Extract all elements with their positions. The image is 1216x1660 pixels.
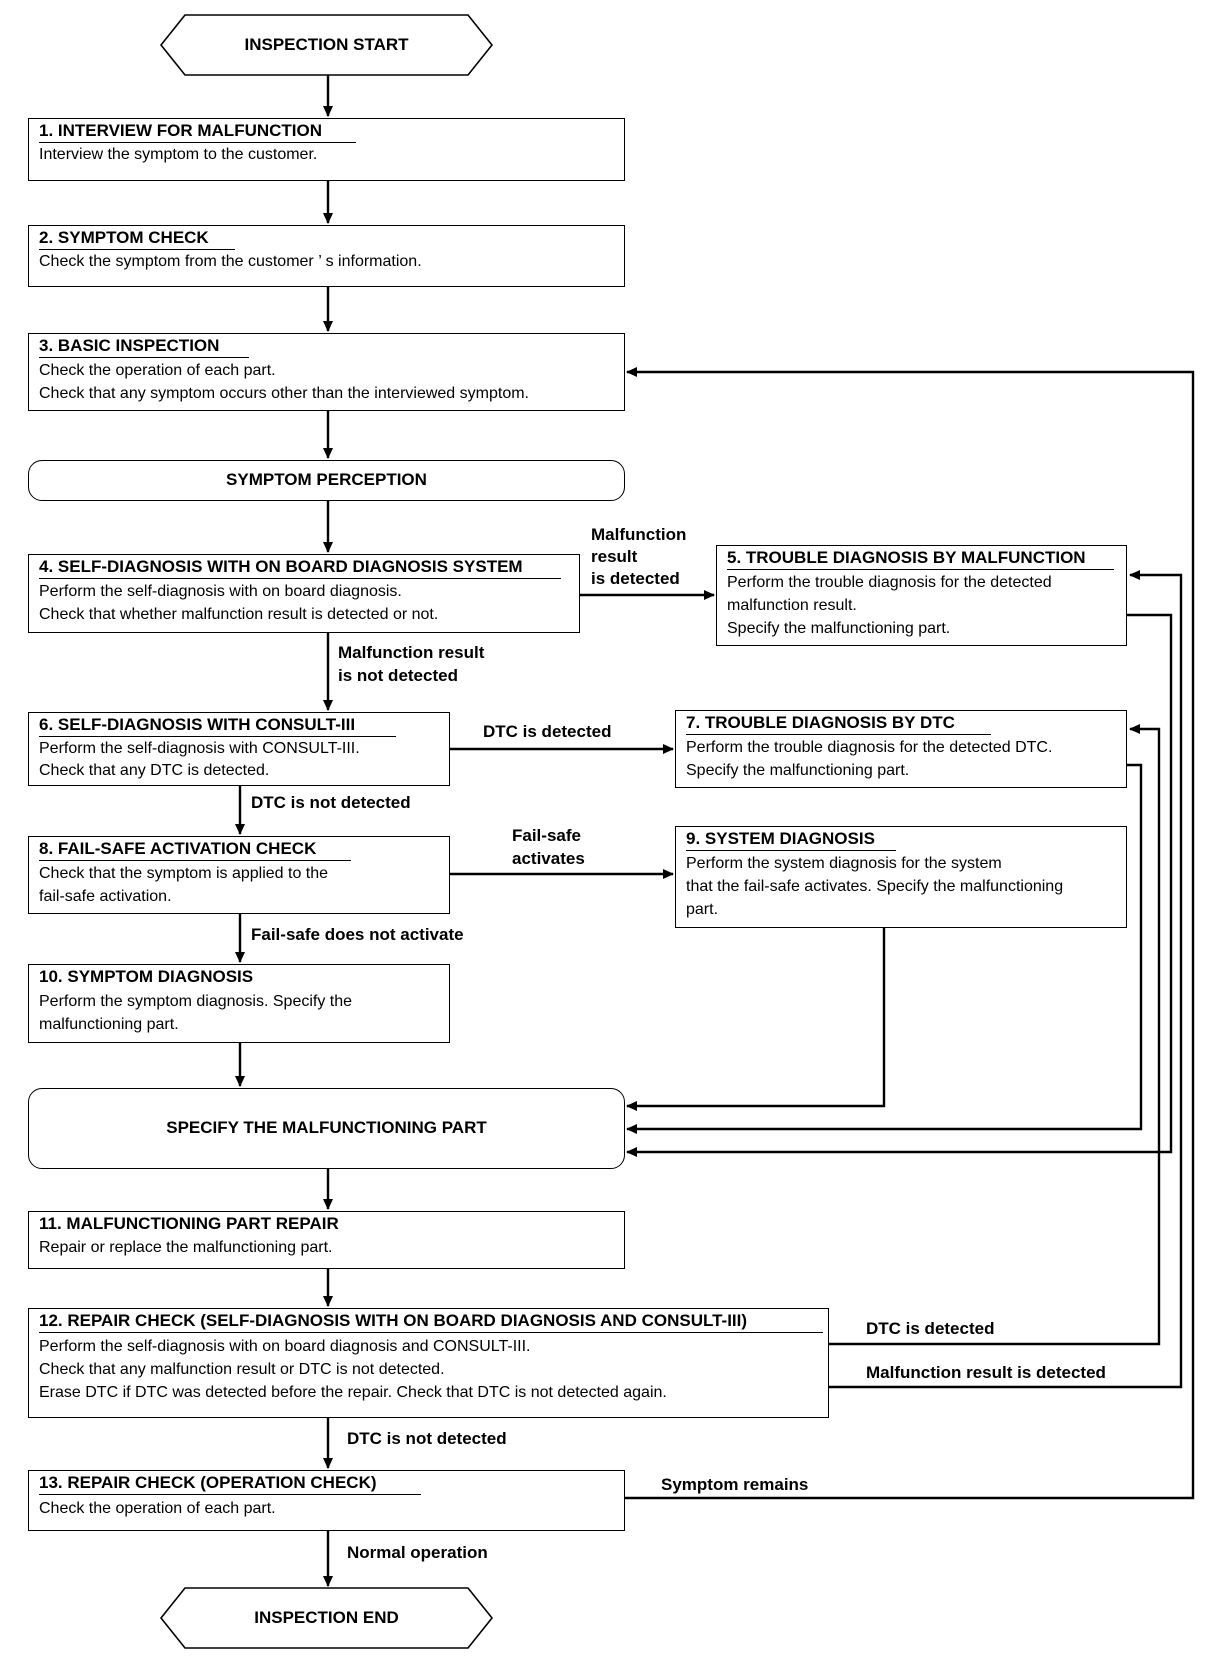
step-7-desc-line-1: Perform the trouble diagnosis for the de… xyxy=(686,739,1053,756)
step-6-title: 6. SELF-DIAGNOSIS WITH CONSULT-III xyxy=(39,715,356,734)
edge-label-s4-not-detected-1: Malfunction result xyxy=(338,643,485,662)
step-9-desc-line-1: Perform the system diagnosis for the sys… xyxy=(686,855,1002,872)
arrow-12-dtc-to-7 xyxy=(829,724,1161,1346)
step-12-box: 12. REPAIR CHECK (SELF-DIAGNOSIS WITH ON… xyxy=(28,1308,829,1418)
step-4-box: 4. SELF-DIAGNOSIS WITH ON BOARD DIAGNOSI… xyxy=(28,554,580,633)
step-5-desc-line-2: malfunction result. xyxy=(727,597,857,614)
end-terminal-shape xyxy=(159,1587,494,1649)
step-2-title: 2. SYMPTOM CHECK xyxy=(39,228,209,247)
edge-label-s13-normal-operation: Normal operation xyxy=(347,1543,488,1562)
step-6-title-underline xyxy=(39,736,396,737)
edge-label-s12-dtc-detected: DTC is detected xyxy=(866,1319,995,1338)
start-terminal-label: INSPECTION START xyxy=(244,35,409,54)
edge-label-s12-dtc-not-detected: DTC is not detected xyxy=(347,1429,507,1448)
end-terminal-label: INSPECTION END xyxy=(254,1608,399,1627)
step-4-title-underline xyxy=(39,578,561,579)
arrow-7-to-specify xyxy=(626,763,1143,1134)
step-5-desc-line-3: Specify the malfunctioning part. xyxy=(727,620,951,637)
step-8-desc-line-1: Check that the symptom is applied to the xyxy=(39,865,329,882)
step-8-box: 8. FAIL-SAFE ACTIVATION CHECK Check that… xyxy=(28,836,450,914)
edge-label-s8-failsafe-not-activate: Fail-safe does not activate xyxy=(251,925,464,944)
step-11-box: 11. MALFUNCTIONING PART REPAIR Repair or… xyxy=(28,1211,625,1269)
step-8-title-underline xyxy=(39,860,351,861)
step-10-box: 10. SYMPTOM DIAGNOSIS Perform the sympto… xyxy=(28,964,450,1043)
step-11-desc-line-1: Repair or replace the malfunctioning par… xyxy=(39,1239,333,1256)
step-9-box: 9. SYSTEM DIAGNOSIS Perform the system d… xyxy=(675,826,1127,928)
symptom-perception-box: SYMPTOM PERCEPTION xyxy=(28,460,625,501)
edge-label-s6-dtc-not-detected: DTC is not detected xyxy=(251,793,411,812)
edge-label-s4-malfunction-detected-2: result xyxy=(591,547,638,566)
arrow-9-to-specify xyxy=(626,928,886,1111)
step-6-box: 6. SELF-DIAGNOSIS WITH CONSULT-III Perfo… xyxy=(28,712,450,786)
step-6-desc-line-1: Perform the self-diagnosis with CONSULT-… xyxy=(39,740,360,757)
step-12-desc-line-1: Perform the self-diagnosis with on board… xyxy=(39,1338,531,1355)
start-terminal-shape xyxy=(159,14,494,76)
step-12-title: 12. REPAIR CHECK (SELF-DIAGNOSIS WITH ON… xyxy=(39,1311,748,1330)
step-10-desc-line-2: malfunctioning part. xyxy=(39,1016,179,1033)
edge-label-s4-not-detected-2: is not detected xyxy=(338,666,458,685)
arrow-5-to-specify xyxy=(626,613,1173,1157)
step-2-title-underline xyxy=(39,249,235,250)
step-9-desc-line-2: that the fail-safe activates. Specify th… xyxy=(686,878,1064,895)
step-10-title: 10. SYMPTOM DIAGNOSIS xyxy=(39,967,254,986)
step-12-desc-line-3: Erase DTC if DTC was detected before the… xyxy=(39,1384,667,1401)
edge-label-s13-symptom-remains: Symptom remains xyxy=(661,1475,809,1494)
step-9-title-underline xyxy=(686,850,896,851)
edge-label-s4-malfunction-detected-1: Malfunction xyxy=(591,525,687,544)
step-7-title: 7. TROUBLE DIAGNOSIS BY DTC xyxy=(686,713,955,732)
specify-malfunctioning-part-label: SPECIFY THE MALFUNCTIONING PART xyxy=(166,1118,487,1137)
step-12-title-underline xyxy=(39,1332,823,1333)
step-3-desc-line-2: Check that any symptom occurs other than… xyxy=(39,385,529,402)
step-3-box: 3. BASIC INSPECTION Check the operation … xyxy=(28,333,625,411)
step-3-title: 3. BASIC INSPECTION xyxy=(39,336,220,355)
step-13-box: 13. REPAIR CHECK (OPERATION CHECK) Check… xyxy=(28,1470,625,1531)
step-9-desc-line-3: part. xyxy=(686,901,719,918)
step-2-desc-line-1: Check the symptom from the customer ’ s … xyxy=(39,253,422,270)
step-5-title-underline xyxy=(727,569,1114,570)
step-4-title: 4. SELF-DIAGNOSIS WITH ON BOARD DIAGNOSI… xyxy=(39,557,523,576)
edge-label-s4-malfunction-detected-3: is detected xyxy=(591,569,680,588)
step-2-box: 2. SYMPTOM CHECK Check the symptom from … xyxy=(28,225,625,287)
step-13-title: 13. REPAIR CHECK (OPERATION CHECK) xyxy=(39,1473,377,1492)
step-1-title-underline xyxy=(39,142,356,143)
specify-malfunctioning-part-box: SPECIFY THE MALFUNCTIONING PART xyxy=(28,1088,625,1169)
step-8-title: 8. FAIL-SAFE ACTIVATION CHECK xyxy=(39,839,317,858)
arrow-12-malf-to-5 xyxy=(829,570,1183,1389)
step-7-desc-line-2: Specify the malfunctioning part. xyxy=(686,762,910,779)
step-1-title: 1. INTERVIEW FOR MALFUNCTION xyxy=(39,121,323,140)
step-9-title: 9. SYSTEM DIAGNOSIS xyxy=(686,829,875,848)
step-5-title: 5. TROUBLE DIAGNOSIS BY MALFUNCTION xyxy=(727,548,1086,567)
step-5-box: 5. TROUBLE DIAGNOSIS BY MALFUNCTION Perf… xyxy=(716,545,1127,646)
edge-label-s12-malfunction-detected: Malfunction result is detected xyxy=(866,1363,1106,1382)
step-11-title: 11. MALFUNCTIONING PART REPAIR xyxy=(39,1214,339,1233)
step-7-title-underline xyxy=(686,734,991,735)
step-1-box: 1. INTERVIEW FOR MALFUNCTION Interview t… xyxy=(28,118,625,181)
step-12-desc-line-2: Check that any malfunction result or DTC… xyxy=(39,1361,445,1378)
step-5-desc-line-1: Perform the trouble diagnosis for the de… xyxy=(727,574,1052,591)
edge-label-s8-failsafe-activates-1: Fail-safe xyxy=(512,826,581,845)
step-4-desc-line-2: Check that whether malfunction result is… xyxy=(39,606,439,623)
step-1-desc-line-1: Interview the symptom to the customer. xyxy=(39,146,318,163)
step-4-desc-line-1: Perform the self-diagnosis with on board… xyxy=(39,583,402,600)
step-3-title-underline xyxy=(39,357,249,358)
edge-label-s8-failsafe-activates-2: activates xyxy=(512,849,585,868)
step-13-title-underline xyxy=(39,1494,421,1495)
step-13-desc-line-1: Check the operation of each part. xyxy=(39,1500,276,1517)
symptom-perception-label: SYMPTOM PERCEPTION xyxy=(226,470,427,489)
edge-label-s6-dtc-detected: DTC is detected xyxy=(483,722,612,741)
step-7-box: 7. TROUBLE DIAGNOSIS BY DTC Perform the … xyxy=(675,710,1127,788)
step-3-desc-line-1: Check the operation of each part. xyxy=(39,362,276,379)
step-6-desc-line-2: Check that any DTC is detected. xyxy=(39,762,270,779)
arrow-13-remains-to-3 xyxy=(624,367,1195,1500)
step-10-desc-line-1: Perform the symptom diagnosis. Specify t… xyxy=(39,993,353,1010)
step-8-desc-line-2: fail-safe activation. xyxy=(39,888,172,905)
